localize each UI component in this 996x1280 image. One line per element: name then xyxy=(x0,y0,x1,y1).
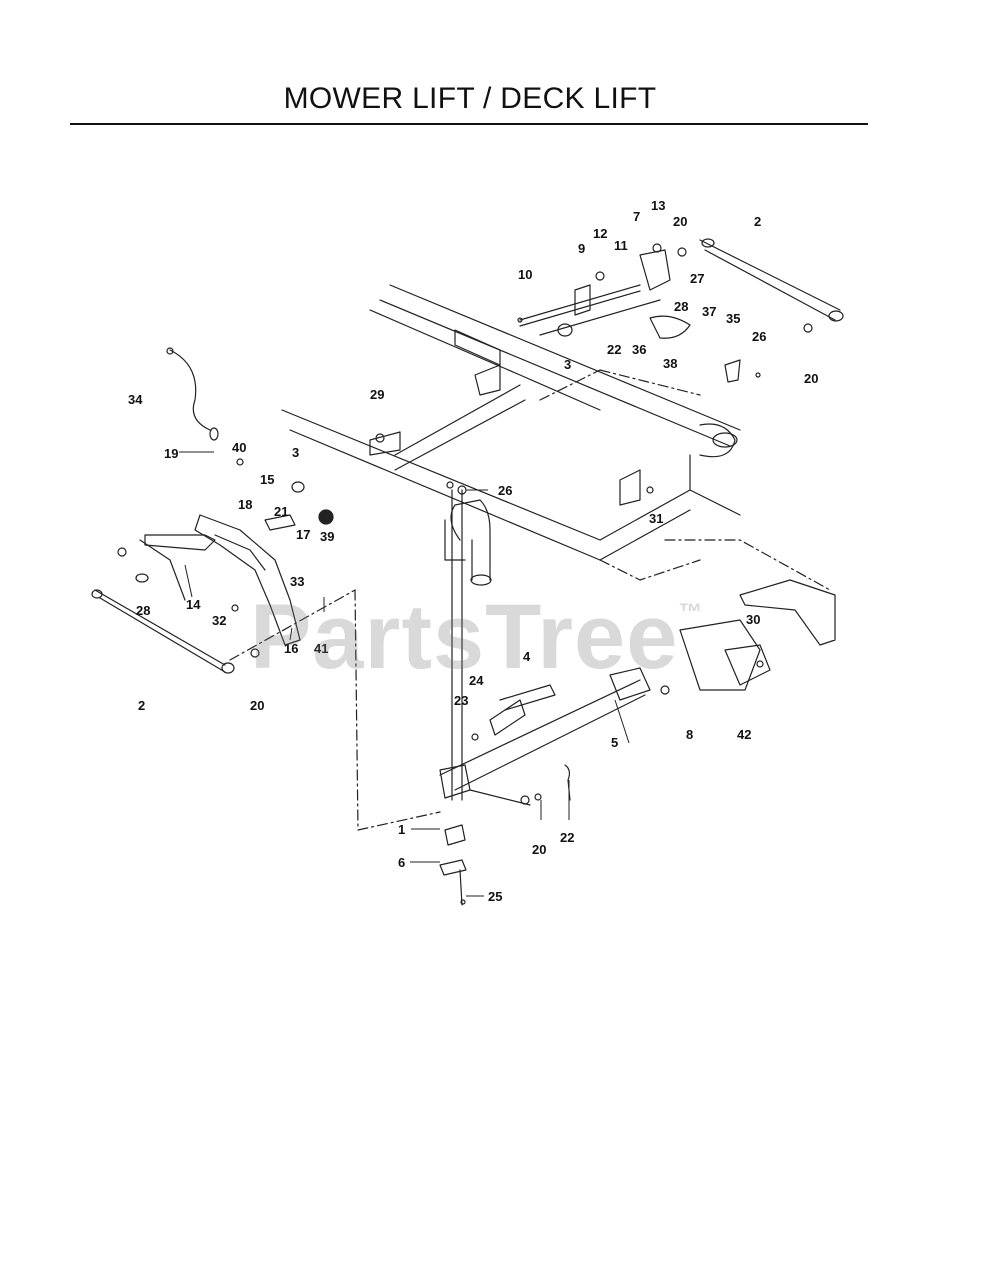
callout-29: 29 xyxy=(370,387,384,402)
watermark-text: PartsTree xyxy=(250,586,679,688)
callout-12: 12 xyxy=(593,226,607,241)
leader-lines xyxy=(179,451,630,897)
page-title: MOWER LIFT / DECK LIFT xyxy=(283,82,657,115)
callout-20-left: 20 xyxy=(250,698,264,713)
callout-9: 9 xyxy=(578,241,585,256)
callout-6: 6 xyxy=(398,855,405,870)
callout-36: 36 xyxy=(632,342,646,357)
callout-1: 1 xyxy=(398,822,405,837)
callout-26-center: 26 xyxy=(498,483,512,498)
callout-13: 13 xyxy=(651,198,665,213)
callout-28-left: 28 xyxy=(136,603,150,618)
callout-30: 30 xyxy=(746,612,760,627)
callout-42: 42 xyxy=(737,727,751,742)
callout-17: 17 xyxy=(296,527,310,542)
callout-20-lower: 20 xyxy=(532,842,546,857)
callout-16: 16 xyxy=(284,641,298,656)
callout-37: 37 xyxy=(702,304,716,319)
phantom-lines xyxy=(229,369,831,831)
callout-32: 32 xyxy=(212,613,226,628)
callout-22-lower: 22 xyxy=(560,830,574,845)
callout-28-upper: 28 xyxy=(674,299,688,314)
callout-7: 7 xyxy=(633,209,640,224)
callout-34: 34 xyxy=(128,392,143,407)
callout-18: 18 xyxy=(238,497,252,512)
callout-3-frame: 3 xyxy=(292,445,299,460)
callout-38: 38 xyxy=(663,356,677,371)
callout-33: 33 xyxy=(290,574,304,589)
fastener-markers xyxy=(117,243,813,905)
title-rule xyxy=(70,123,868,125)
callout-4: 4 xyxy=(523,649,531,664)
callout-27: 27 xyxy=(690,271,704,286)
deck-lift-assembly xyxy=(439,579,836,906)
callout-24: 24 xyxy=(469,673,484,688)
callout-3-upper: 3 xyxy=(564,357,571,372)
callout-31: 31 xyxy=(649,511,663,526)
callout-5: 5 xyxy=(611,735,618,750)
lift-handle-assembly xyxy=(91,347,334,674)
callout-11: 11 xyxy=(614,238,628,253)
callout-41: 41 xyxy=(314,641,328,656)
callout-15: 15 xyxy=(260,472,274,487)
callout-8: 8 xyxy=(686,727,693,742)
callout-2-left: 2 xyxy=(138,698,145,713)
callout-21: 21 xyxy=(274,504,288,519)
callout-23: 23 xyxy=(454,693,468,708)
callout-2-right: 2 xyxy=(754,214,761,229)
callout-20-right: 20 xyxy=(804,371,818,386)
upper-lift-shaft xyxy=(519,238,844,383)
callout-26-right: 26 xyxy=(752,329,766,344)
callout-39: 39 xyxy=(320,529,334,544)
callout-10: 10 xyxy=(518,267,532,282)
callout-19: 19 xyxy=(164,446,178,461)
callout-40: 40 xyxy=(232,440,246,455)
watermark-trademark: ™ xyxy=(678,599,704,626)
callout-25: 25 xyxy=(488,889,502,904)
callout-labels: 1 2 2 3 3 4 5 6 7 8 9 10 11 12 13 14 15 … xyxy=(128,198,818,904)
callout-14: 14 xyxy=(186,597,201,612)
callout-22-upper: 22 xyxy=(607,342,621,357)
callout-20-top: 20 xyxy=(673,214,687,229)
watermark: PartsTree™ xyxy=(250,585,703,690)
frame-assembly xyxy=(281,284,741,586)
callout-35: 35 xyxy=(726,311,740,326)
